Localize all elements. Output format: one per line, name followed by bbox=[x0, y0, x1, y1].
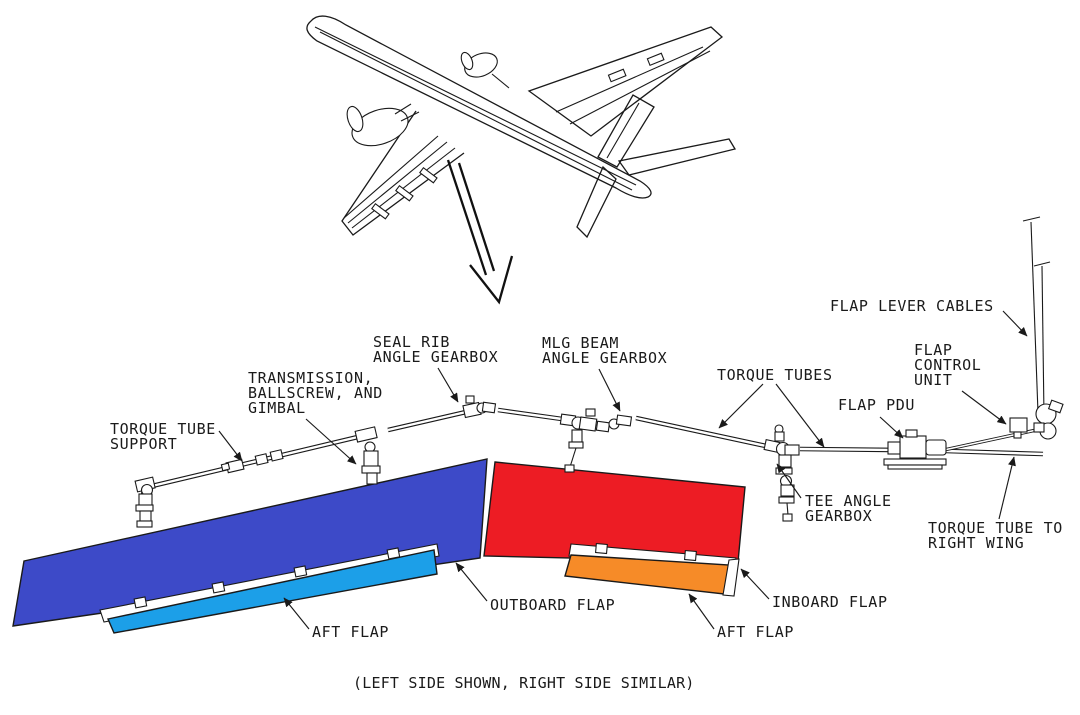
label-mlg-beam-angle-gearbox: MLG BEAM ANGLE GEARBOX bbox=[542, 334, 668, 367]
label-flap-pdu: FLAP PDU bbox=[838, 396, 916, 414]
outboard-flap-panel bbox=[12, 458, 488, 627]
label-torque-tube-support: TORQUE TUBE SUPPORT bbox=[110, 420, 216, 453]
flap-panels bbox=[12, 458, 746, 634]
label-flap-lever-cables: FLAP LEVER CABLES bbox=[830, 297, 994, 315]
flap-control-unit-mech bbox=[1009, 399, 1064, 440]
inboard-aft-flap-endcap bbox=[722, 558, 740, 597]
tee-angle-gearbox-mech bbox=[763, 424, 800, 522]
label-transmission-ballscrew: TRANSMISSION, BALLSCREW, AND GIMBAL bbox=[248, 369, 383, 417]
torque-tube-support-fitting bbox=[134, 449, 284, 528]
outboard-aft-flap-brackets bbox=[133, 547, 401, 609]
transmission-ballscrew-gimbal-mech bbox=[354, 426, 381, 485]
label-tee-angle-gearbox: TEE ANGLE GEARBOX bbox=[805, 492, 892, 525]
label-flap-control-unit: FLAP CONTROL UNIT bbox=[914, 341, 982, 389]
inboard-aft-flap-brackets bbox=[594, 542, 697, 562]
leader-lines bbox=[218, 310, 1028, 630]
label-seal-rib-angle-gearbox: SEAL RIB ANGLE GEARBOX bbox=[373, 333, 499, 366]
mlg-beam-angle-gearbox-mech bbox=[559, 408, 633, 473]
inboard-flap-panel bbox=[483, 461, 746, 563]
seal-rib-angle-gearbox-mech bbox=[462, 395, 497, 419]
label-torque-tube-right-wing: TORQUE TUBE TO RIGHT WING bbox=[928, 519, 1063, 552]
detail-pointer-arrow bbox=[446, 159, 514, 305]
flap-lever-cables-lines bbox=[1022, 216, 1051, 418]
flap-pdu-mech bbox=[883, 429, 947, 470]
outboard-aft-flap-panel bbox=[107, 549, 438, 634]
diagram-caption: (LEFT SIDE SHOWN, RIGHT SIDE SIMILAR) bbox=[353, 674, 695, 692]
label-aft-flap-inboard: AFT FLAP bbox=[717, 623, 795, 641]
label-torque-tubes: TORQUE TUBES bbox=[717, 366, 833, 384]
aircraft-drawing bbox=[306, 15, 737, 239]
label-inboard-flap: INBOARD FLAP bbox=[772, 593, 888, 611]
label-outboard-flap: OUTBOARD FLAP bbox=[490, 596, 616, 614]
torque-tube-run bbox=[140, 407, 1044, 524]
label-aft-flap-outboard: AFT FLAP bbox=[312, 623, 390, 641]
